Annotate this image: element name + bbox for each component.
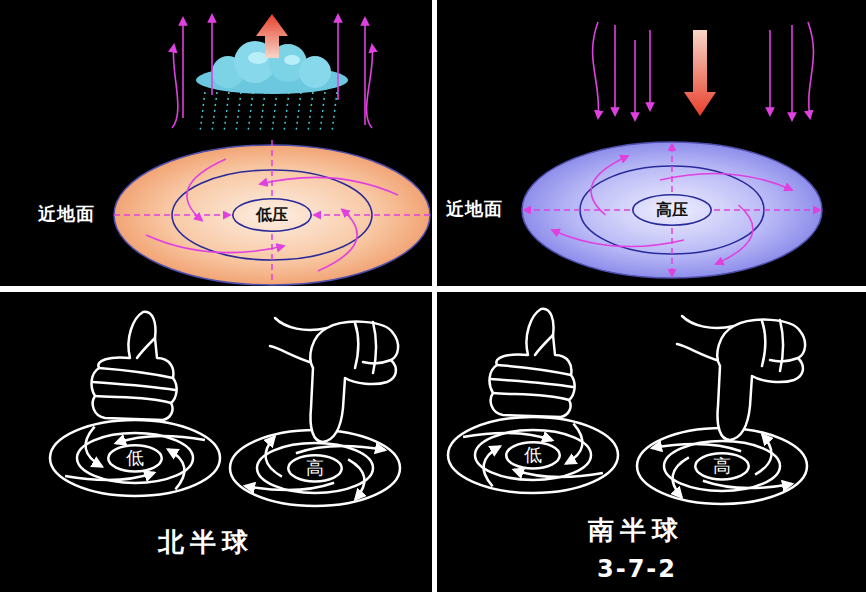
panel	[437, 292, 866, 592]
isobar-rings	[50, 420, 220, 496]
high-pressure-ground	[522, 142, 822, 278]
panel	[437, 0, 866, 286]
figure-number-box: 3-7-2	[597, 556, 677, 584]
center-ring	[633, 195, 711, 225]
pressure-center: 低	[107, 444, 163, 473]
pressure-label: 低	[126, 448, 144, 469]
level-label-box: 近地面	[446, 199, 503, 220]
sinking-air	[593, 22, 814, 120]
low-pressure-ground	[114, 140, 430, 285]
level-label: 近地面	[38, 204, 95, 225]
figure-number: 3-7-2	[597, 556, 677, 584]
big-down-arrow	[684, 30, 716, 116]
thumb-down-hand	[270, 318, 398, 442]
big-up-arrow	[256, 14, 288, 58]
pressure-label: 高	[713, 456, 731, 477]
panel	[0, 0, 432, 286]
center-ring	[108, 445, 162, 471]
hemisphere-caption: 南半球	[588, 516, 684, 546]
pressure-center: 高	[287, 454, 343, 483]
pressure-label: 高压	[656, 201, 688, 219]
pressure-center: 高压	[632, 194, 712, 226]
level-label: 近地面	[446, 199, 503, 220]
pressure-label: 低	[524, 445, 542, 466]
rising-air	[172, 15, 373, 128]
center-ring	[506, 442, 560, 468]
isobar-rings	[637, 428, 807, 504]
panel	[0, 292, 432, 592]
center-ring	[288, 455, 342, 481]
thumb-up-hand	[92, 312, 177, 420]
hemisphere-caption-box: 北半球	[158, 528, 254, 558]
pressure-center: 低压	[232, 198, 312, 232]
pressure-label: 高	[306, 458, 324, 479]
isobar-rings	[448, 417, 618, 493]
center-ring	[695, 453, 749, 479]
hemisphere-caption: 北半球	[158, 528, 254, 558]
pressure-label: 低压	[256, 206, 288, 224]
center-ring	[233, 199, 311, 231]
thumb-up-hand	[490, 309, 575, 417]
pressure-center: 高	[694, 452, 750, 481]
thumb-down-hand	[677, 316, 805, 440]
level-label-box: 近地面	[38, 204, 95, 225]
hemisphere-caption-box: 南半球	[588, 516, 684, 546]
isobar-rings	[230, 430, 400, 506]
pressure-center: 低	[505, 441, 561, 470]
